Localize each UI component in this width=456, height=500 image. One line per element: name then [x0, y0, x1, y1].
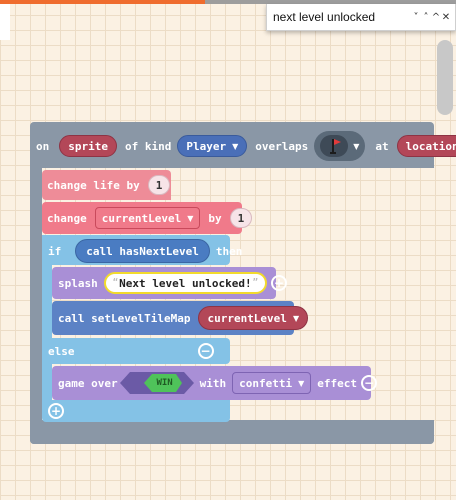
- chevron-down-icon[interactable]: ˅: [413, 11, 419, 23]
- else-row: else −: [48, 342, 214, 360]
- set-level-tilemap-row: call setLevelTileMap currentLevel ▼: [58, 306, 309, 330]
- find-input[interactable]: next level unlocked: [273, 10, 376, 24]
- chevron-up-icon[interactable]: ˄: [423, 11, 429, 23]
- add-argument-icon[interactable]: +: [271, 275, 288, 291]
- sprite-variable[interactable]: sprite: [59, 135, 117, 157]
- top-accent-bar: [0, 0, 456, 4]
- set-level-tilemap-label: call setLevelTileMap: [58, 311, 191, 325]
- find-bar: next level unlocked ˅ ˄ ^ ✕: [266, 4, 456, 31]
- variable-dropdown[interactable]: currentLevel ▼: [94, 207, 201, 229]
- if-block-arm: [42, 265, 52, 340]
- splash-text-value: Next level unlocked!: [119, 276, 252, 290]
- event-block-footer: [30, 422, 434, 444]
- if-label: if: [48, 244, 62, 258]
- event-on-label: on: [36, 139, 50, 153]
- remove-effect-icon[interactable]: −: [361, 375, 377, 391]
- location-variable[interactable]: location: [396, 135, 456, 157]
- current-level-argument[interactable]: currentLevel ▼: [198, 306, 309, 330]
- win-value: WIN: [156, 378, 173, 388]
- else-block-arm: [42, 362, 52, 404]
- splash-text-input[interactable]: “ Next level unlocked! ”: [103, 272, 268, 294]
- if-block-footer: [42, 400, 230, 422]
- event-header: on sprite of kind Player▼ overlaps ▼ at …: [36, 131, 456, 161]
- if-row: if call hasNextLevel then: [48, 239, 242, 263]
- change-label: change: [47, 211, 87, 225]
- change-value[interactable]: 1: [229, 208, 253, 228]
- change-life-value[interactable]: 1: [147, 175, 171, 195]
- close-icon[interactable]: ✕: [441, 11, 451, 23]
- close-quote-icon: ”: [252, 278, 259, 288]
- dropdown-caret-icon: ▼: [232, 141, 239, 151]
- by-label: by: [208, 211, 222, 225]
- argument-value: currentLevel: [207, 311, 287, 325]
- change-life-row: change life by 1: [47, 174, 171, 196]
- effect-name-value: confetti: [239, 376, 293, 390]
- add-else-if-icon[interactable]: +: [48, 403, 64, 419]
- has-next-level-call[interactable]: call hasNextLevel: [75, 239, 210, 263]
- else-label: else: [48, 344, 75, 358]
- game-over-label: game over: [58, 376, 118, 390]
- change-variable-row: change currentLevel ▼ by 1: [47, 207, 253, 229]
- caret-up-icon[interactable]: ^: [431, 11, 441, 23]
- remove-else-icon[interactable]: −: [197, 343, 214, 359]
- win-chip-shape: [119, 372, 194, 394]
- dropdown-caret-icon: ▼: [353, 141, 360, 151]
- variable-value: currentLevel: [101, 211, 182, 225]
- overlaps-label: overlaps: [255, 139, 309, 153]
- dropdown-caret-icon: ▼: [292, 313, 300, 323]
- effect-dropdown[interactable]: confetti ▼: [232, 372, 312, 394]
- add-else-row: +: [48, 403, 64, 419]
- with-label: with: [199, 376, 227, 390]
- dropdown-caret-icon: ▼: [298, 378, 305, 388]
- change-life-label: change life by: [47, 178, 140, 192]
- of-kind-label: of kind: [125, 139, 172, 153]
- dropdown-caret-icon: ▼: [187, 213, 194, 223]
- kind-dropdown[interactable]: Player ▼: [177, 135, 248, 157]
- flag-tile-icon: [320, 135, 349, 157]
- splash-row: splash “ Next level unlocked! ” +: [58, 272, 288, 294]
- open-quote-icon: “: [112, 278, 119, 288]
- vertical-scrollbar-thumb[interactable]: [437, 40, 453, 115]
- at-label: at: [375, 139, 389, 153]
- effect-label: effect: [317, 376, 357, 390]
- game-over-row: game over WIN with confetti ▼ effect −: [58, 372, 377, 394]
- win-boolean-chip[interactable]: WIN: [119, 372, 194, 394]
- left-panel-edge: [0, 4, 10, 40]
- splash-label: splash: [58, 276, 98, 290]
- then-label: then: [215, 244, 243, 258]
- tile-picker[interactable]: ▼: [314, 131, 366, 161]
- game-over-block[interactable]: [52, 366, 371, 400]
- kind-value: Player: [186, 139, 227, 153]
